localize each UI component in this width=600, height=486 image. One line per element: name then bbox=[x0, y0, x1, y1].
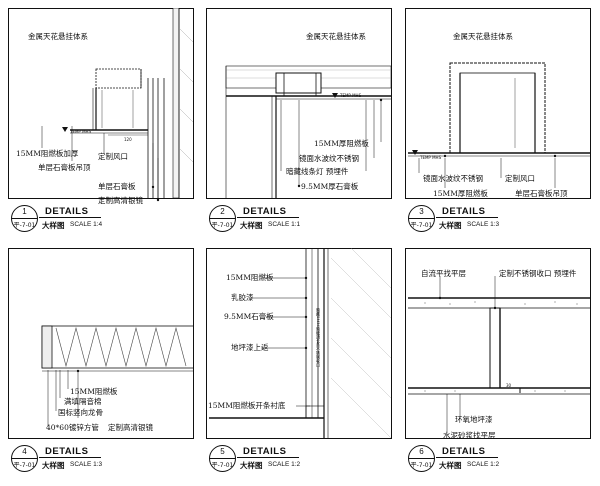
label-stainless-steel: 镜面水波纹不锈钢 bbox=[423, 174, 483, 183]
dim-text: 30 bbox=[506, 383, 512, 388]
label-fireproof-board: 15MM阻燃板 bbox=[70, 387, 118, 396]
detail-title: DETAILS bbox=[45, 206, 89, 217]
detail-ref: 平-7-01 bbox=[211, 462, 234, 469]
detail-scale: SCALE 1:2 bbox=[268, 461, 301, 468]
detail-4-drawing bbox=[8, 248, 194, 439]
detail-scale: SCALE 1:3 bbox=[70, 461, 103, 468]
label-latex-paint: 乳胶漆 bbox=[231, 293, 254, 302]
label-insulation: 满填隔音棉 bbox=[64, 397, 102, 406]
detail-number-bubble: 2 平-7-01 bbox=[209, 205, 236, 232]
detail-subtitle: 大样图 bbox=[42, 461, 65, 470]
detail-caption: 1 平-7-01 DETAILS 大样图 SCALE 1:4 bbox=[8, 201, 194, 237]
label-air-vent: 定制风口 bbox=[505, 174, 535, 183]
detail-panel-5: 15MM阻燃板 乳胶漆 9.5MM石膏板 地坪漆上返 15MM阻燃板开条衬底 暗… bbox=[206, 248, 392, 480]
detail-subtitle: 大样图 bbox=[42, 221, 65, 230]
label-fireproof-board: 15MM阻燃板 bbox=[226, 273, 274, 282]
label-metal-ceiling: 金属天花悬挂体系 bbox=[453, 32, 513, 41]
detail-1-drawing bbox=[8, 8, 194, 202]
label-steel-tube: 40*60镀锌方管 bbox=[46, 423, 99, 432]
level-mark-text: TEMP MHS bbox=[340, 93, 362, 98]
detail-number-bubble: 5 平-7-01 bbox=[209, 445, 236, 472]
detail-subtitle: 大样图 bbox=[240, 461, 263, 470]
detail-caption: 4 平-7-01 DETAILS 大样图 SCALE 1:3 bbox=[8, 441, 194, 477]
detail-number: 1 bbox=[22, 207, 27, 216]
detail-number: 4 bbox=[22, 447, 27, 456]
detail-scale: SCALE 1:3 bbox=[467, 221, 500, 228]
detail-number: 2 bbox=[220, 207, 225, 216]
detail-title: DETAILS bbox=[45, 446, 89, 457]
label-fireproof-board: 15MM厚阻燃板 bbox=[433, 189, 488, 198]
detail-number-bubble: 4 平-7-01 bbox=[11, 445, 38, 472]
detail-number-bubble: 6 平-7-01 bbox=[408, 445, 435, 472]
detail-subtitle: 大样图 bbox=[240, 221, 263, 230]
detail-ref: 平-7-01 bbox=[410, 222, 433, 229]
label-metal-ceiling: 金属天花悬挂体系 bbox=[28, 32, 88, 41]
detail-subtitle: 大样图 bbox=[439, 461, 462, 470]
label-gypsum-board: 单层石膏板 bbox=[98, 182, 136, 191]
label-gypsum-ceiling: 单层石膏板吊顶 bbox=[515, 189, 568, 198]
detail-caption: 6 平-7-01 DETAILS 大样图 SCALE 1:2 bbox=[405, 441, 591, 477]
detail-caption: 3 平-7-01 DETAILS 大样图 SCALE 1:3 bbox=[405, 201, 591, 237]
detail-panel-6: 自流平找平层 定制不锈钢收口 预埋件 环氧地坪漆 水泥砂浆找平层 30 6 平-… bbox=[405, 248, 591, 480]
detail-panel-4: 15MM阻燃板 满填隔音棉 国标竖向龙骨 40*60镀锌方管 定制高清银镜 4 … bbox=[8, 248, 194, 480]
label-self-leveling: 自流平找平层 bbox=[421, 269, 466, 278]
detail-panel-1: 金属天花悬挂体系 15MM阻燃板加厚 定制风口 单层石膏板吊顶 单层石膏板 定制… bbox=[8, 8, 194, 240]
label-mortar-layer: 水泥砂浆找平层 bbox=[443, 431, 496, 440]
label-gypsum-board: 9.5MM厚石膏板 bbox=[301, 182, 359, 191]
detail-panel-2: 金属天花悬挂体系 15MM厚阻燃板 镜面水波纹不锈钢 暗藏线条灯 预埋件 9.5… bbox=[206, 8, 392, 240]
label-fireproof-board: 15MM阻燃板加厚 bbox=[16, 149, 79, 158]
detail-6-drawing bbox=[405, 248, 591, 439]
label-gypsum-board: 9.5MM石膏板 bbox=[224, 312, 274, 321]
label-fireproof-board: 15MM厚阻燃板 bbox=[314, 139, 369, 148]
label-air-vent: 定制风口 bbox=[98, 152, 128, 161]
detail-number: 3 bbox=[419, 207, 424, 216]
detail-number: 6 bbox=[419, 447, 424, 456]
label-mirror: 定制高清银镜 bbox=[98, 196, 143, 205]
detail-3-drawing bbox=[405, 8, 591, 199]
label-vertical-note: 暗藏5MM暗缝通长条不锈钢收口 bbox=[316, 308, 321, 367]
level-mark-text: TEMP MHS bbox=[70, 129, 92, 134]
label-stud: 国标竖向龙骨 bbox=[58, 408, 103, 417]
detail-ref: 平-7-01 bbox=[410, 462, 433, 469]
label-epoxy-paint: 环氧地坪漆 bbox=[455, 415, 493, 424]
level-mark-text: TEMP MHS bbox=[420, 155, 442, 160]
detail-number: 5 bbox=[220, 447, 225, 456]
dim-text: 120 bbox=[124, 137, 132, 142]
label-hidden-light: 暗藏线条灯 预埋件 bbox=[286, 167, 349, 176]
detail-number-bubble: 3 平-7-01 bbox=[408, 205, 435, 232]
detail-number-bubble: 1 平-7-01 bbox=[11, 205, 38, 232]
detail-scale: SCALE 1:2 bbox=[467, 461, 500, 468]
detail-title: DETAILS bbox=[442, 446, 486, 457]
label-fireproof-strip: 15MM阻燃板开条衬底 bbox=[208, 401, 286, 410]
detail-title: DETAILS bbox=[243, 206, 287, 217]
label-stainless-trim: 定制不锈钢收口 预埋件 bbox=[499, 269, 577, 278]
detail-panel-3: 金属天花悬挂体系 镜面水波纹不锈钢 定制风口 15MM厚阻燃板 单层石膏板吊顶 … bbox=[405, 8, 591, 240]
detail-title: DETAILS bbox=[442, 206, 486, 217]
label-mirror: 定制高清银镜 bbox=[108, 423, 153, 432]
detail-subtitle: 大样图 bbox=[439, 221, 462, 230]
label-stainless-steel: 镜面水波纹不锈钢 bbox=[299, 154, 359, 163]
detail-ref: 平-7-01 bbox=[13, 222, 36, 229]
detail-caption: 2 平-7-01 DETAILS 大样图 SCALE 1:1 bbox=[206, 201, 392, 237]
detail-scale: SCALE 1:4 bbox=[70, 221, 103, 228]
detail-2-drawing bbox=[206, 8, 392, 199]
detail-ref: 平-7-01 bbox=[13, 462, 36, 469]
detail-ref: 平-7-01 bbox=[211, 222, 234, 229]
label-metal-ceiling: 金属天花悬挂体系 bbox=[306, 32, 366, 41]
label-floor-paint: 地坪漆上返 bbox=[231, 343, 269, 352]
detail-scale: SCALE 1:1 bbox=[268, 221, 301, 228]
detail-5-drawing bbox=[206, 248, 392, 439]
label-gypsum-ceiling: 单层石膏板吊顶 bbox=[38, 163, 91, 172]
detail-title: DETAILS bbox=[243, 446, 287, 457]
detail-caption: 5 平-7-01 DETAILS 大样图 SCALE 1:2 bbox=[206, 441, 392, 477]
